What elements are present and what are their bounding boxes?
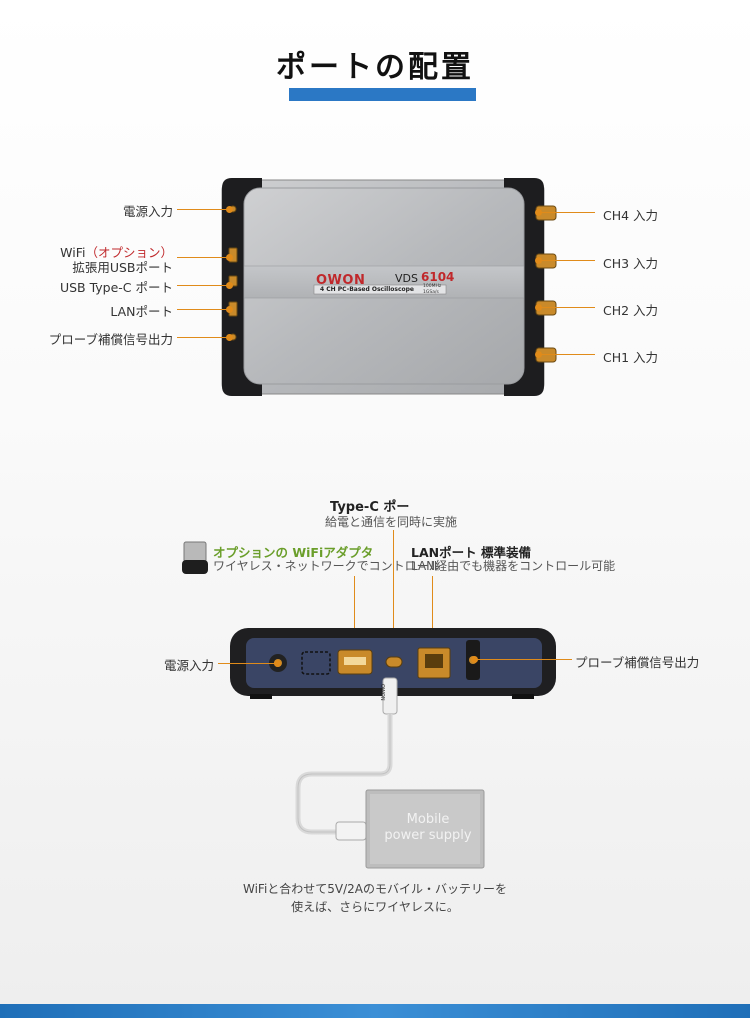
wifi-dongle-image bbox=[182, 541, 208, 574]
lan-desc: LAN経由でも機器をコントロール可能 bbox=[411, 559, 616, 573]
cable-and-battery bbox=[295, 677, 485, 869]
leader-dot-probe bbox=[226, 334, 233, 341]
label-wifi-usb-line2: 拡張用USBポート bbox=[72, 260, 173, 275]
label-wifi-usb-line1: WiFi（オプション） bbox=[60, 245, 173, 260]
title-underline bbox=[289, 88, 476, 101]
leader-ch4 bbox=[540, 212, 595, 213]
leader-ch3 bbox=[540, 260, 595, 261]
leader-wifi-vertical bbox=[354, 576, 355, 650]
back-leader-dot-power bbox=[274, 660, 281, 667]
leader-ch2 bbox=[540, 307, 595, 308]
leader-lan-vertical bbox=[432, 576, 433, 650]
model-number: 6104 bbox=[421, 270, 455, 284]
leader-dot-ch1 bbox=[535, 351, 542, 358]
leader-dot-power bbox=[226, 206, 233, 213]
label-probe-comp: プローブ補償信号出力 bbox=[48, 332, 173, 347]
page-title: ポートの配置 bbox=[276, 50, 474, 85]
lan-title: LANポート 標準装備 bbox=[411, 545, 531, 560]
oscilloscope-top-view bbox=[221, 178, 557, 396]
label-ch4: CH4 入力 bbox=[603, 208, 659, 223]
leader-power bbox=[177, 209, 229, 210]
leader-typec bbox=[177, 285, 229, 286]
label-power-input: 電源入力 bbox=[122, 204, 173, 219]
typec-title: Type-C ポー bbox=[330, 500, 410, 515]
label-ch2: CH2 入力 bbox=[603, 303, 659, 318]
wifi-adapter-desc: ワイヤレス・ネットワークでコントロール bbox=[213, 559, 441, 573]
oscilloscope-back-panel bbox=[230, 628, 556, 699]
label-lan-port: LANポート bbox=[110, 304, 173, 319]
spec-samplerate: 1GSa/s bbox=[423, 290, 439, 295]
leader-typec-vertical bbox=[393, 530, 394, 652]
label-ch1: CH1 入力 bbox=[603, 350, 659, 365]
spec-bandwidth: 100MHz bbox=[423, 284, 442, 289]
back-label-power: 電源入力 bbox=[164, 658, 215, 673]
caption-line2: 使えば、さらにワイヤレスに。 bbox=[291, 900, 459, 914]
leader-dot-ch4 bbox=[535, 209, 542, 216]
back-leader-power bbox=[218, 663, 276, 664]
back-leader-probe bbox=[476, 659, 572, 660]
leader-ch1 bbox=[540, 354, 595, 355]
battery-label-line2: power supply bbox=[384, 828, 472, 843]
back-label-probe: プローブ補償信号出力 bbox=[575, 655, 700, 670]
model-prefix: VDS bbox=[395, 272, 418, 285]
typec-desc: 給電と通信を同時に実施 bbox=[325, 515, 458, 529]
device-subtitle: 4 CH PC-Based Oscilloscope bbox=[320, 286, 414, 293]
cable-tag: OWON bbox=[379, 684, 385, 701]
leader-dot-lan bbox=[226, 306, 233, 313]
leader-probe bbox=[177, 337, 229, 338]
footer-bar bbox=[0, 1004, 750, 1018]
leader-usb bbox=[177, 257, 229, 258]
label-usb-typec: USB Type-C ポート bbox=[59, 280, 173, 295]
label-ch3: CH3 入力 bbox=[603, 256, 659, 271]
leader-dot-ch3 bbox=[535, 257, 542, 264]
brand-logo: OWON bbox=[316, 273, 366, 288]
back-leader-dot-probe bbox=[471, 656, 478, 663]
leader-dot-usb bbox=[226, 254, 233, 261]
leader-dot-typec bbox=[226, 282, 233, 289]
battery-label-line1: Mobile bbox=[406, 812, 450, 827]
wifi-adapter-title: オプションの WiFiアダプタ bbox=[213, 545, 374, 560]
leader-lan bbox=[177, 309, 229, 310]
caption-line1: WiFiと合わせて5V/2Aのモバイル・バッテリーを bbox=[242, 882, 508, 896]
leader-dot-ch2 bbox=[535, 304, 542, 311]
